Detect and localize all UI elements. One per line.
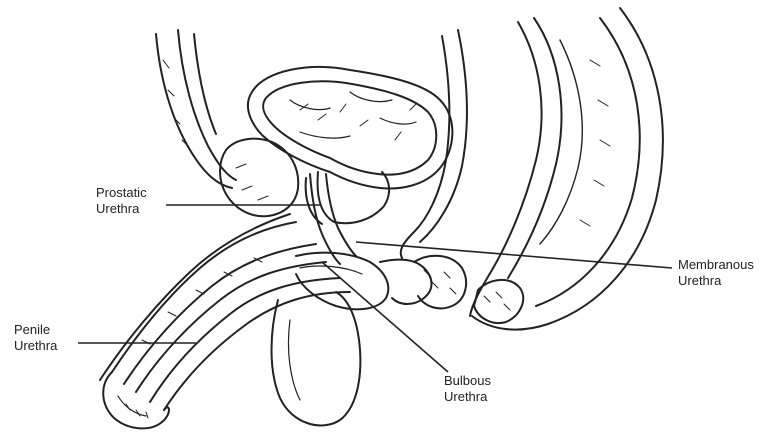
membranous-leader-line (356, 242, 672, 268)
bladder (248, 67, 452, 189)
membranous-label-line2: Urethra (678, 273, 754, 289)
bulbous-label-line1: Bulbous (444, 373, 491, 389)
prostatic-label-line1: Prostatic (96, 185, 147, 201)
bulbous-urethra-label: Bulbous Urethra (444, 373, 491, 405)
penile-label-line1: Penile (14, 322, 57, 338)
penis (100, 214, 350, 428)
membranous-label-line1: Membranous (678, 257, 754, 273)
bulbous-label-line2: Urethra (444, 389, 491, 405)
membranous-urethra-label: Membranous Urethra (678, 257, 754, 289)
prostatic-urethra-label: Prostatic Urethra (96, 185, 147, 217)
penile-label-line2: Urethra (14, 338, 57, 354)
penile-urethra-label: Penile Urethra (14, 322, 57, 354)
perineum (380, 256, 466, 309)
prostatic-label-line2: Urethra (96, 201, 147, 217)
leader-lines (78, 205, 672, 372)
prostate (220, 139, 389, 224)
abdominal-wall (156, 30, 236, 188)
